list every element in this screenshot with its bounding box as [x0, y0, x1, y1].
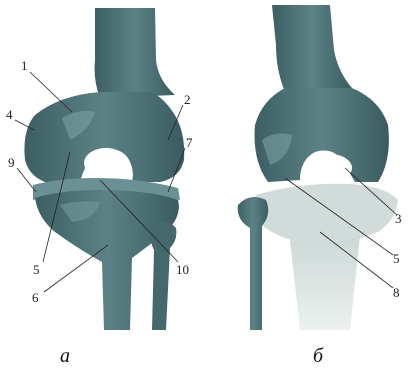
- label-5a: 5: [33, 262, 40, 277]
- label-9: 9: [8, 155, 15, 170]
- label-8: 8: [393, 285, 400, 300]
- fibula-a: [150, 222, 176, 330]
- fibula-b: [238, 197, 269, 330]
- femur-shaft-a: [95, 8, 175, 98]
- label-6: 6: [32, 290, 39, 305]
- figure-b: 3 5 8 б: [238, 5, 402, 367]
- intercondylar-notch-a: [84, 148, 128, 178]
- figure-a: 1 2 4 9 7 5 10 6 а: [6, 8, 193, 367]
- label-4: 4: [6, 107, 13, 122]
- label-1: 1: [21, 58, 28, 73]
- leader-6: [44, 245, 108, 292]
- femur-shaft-b: [272, 5, 352, 92]
- caption-a: а: [60, 345, 70, 367]
- label-3: 3: [395, 211, 402, 226]
- tibia-shaft-b: [290, 236, 360, 330]
- caption-b: б: [313, 345, 324, 367]
- label-5b: 5: [393, 251, 400, 266]
- label-7: 7: [186, 135, 193, 150]
- tibia-plateau-b: [256, 184, 398, 245]
- label-10: 10: [176, 262, 189, 277]
- label-2: 2: [184, 92, 191, 107]
